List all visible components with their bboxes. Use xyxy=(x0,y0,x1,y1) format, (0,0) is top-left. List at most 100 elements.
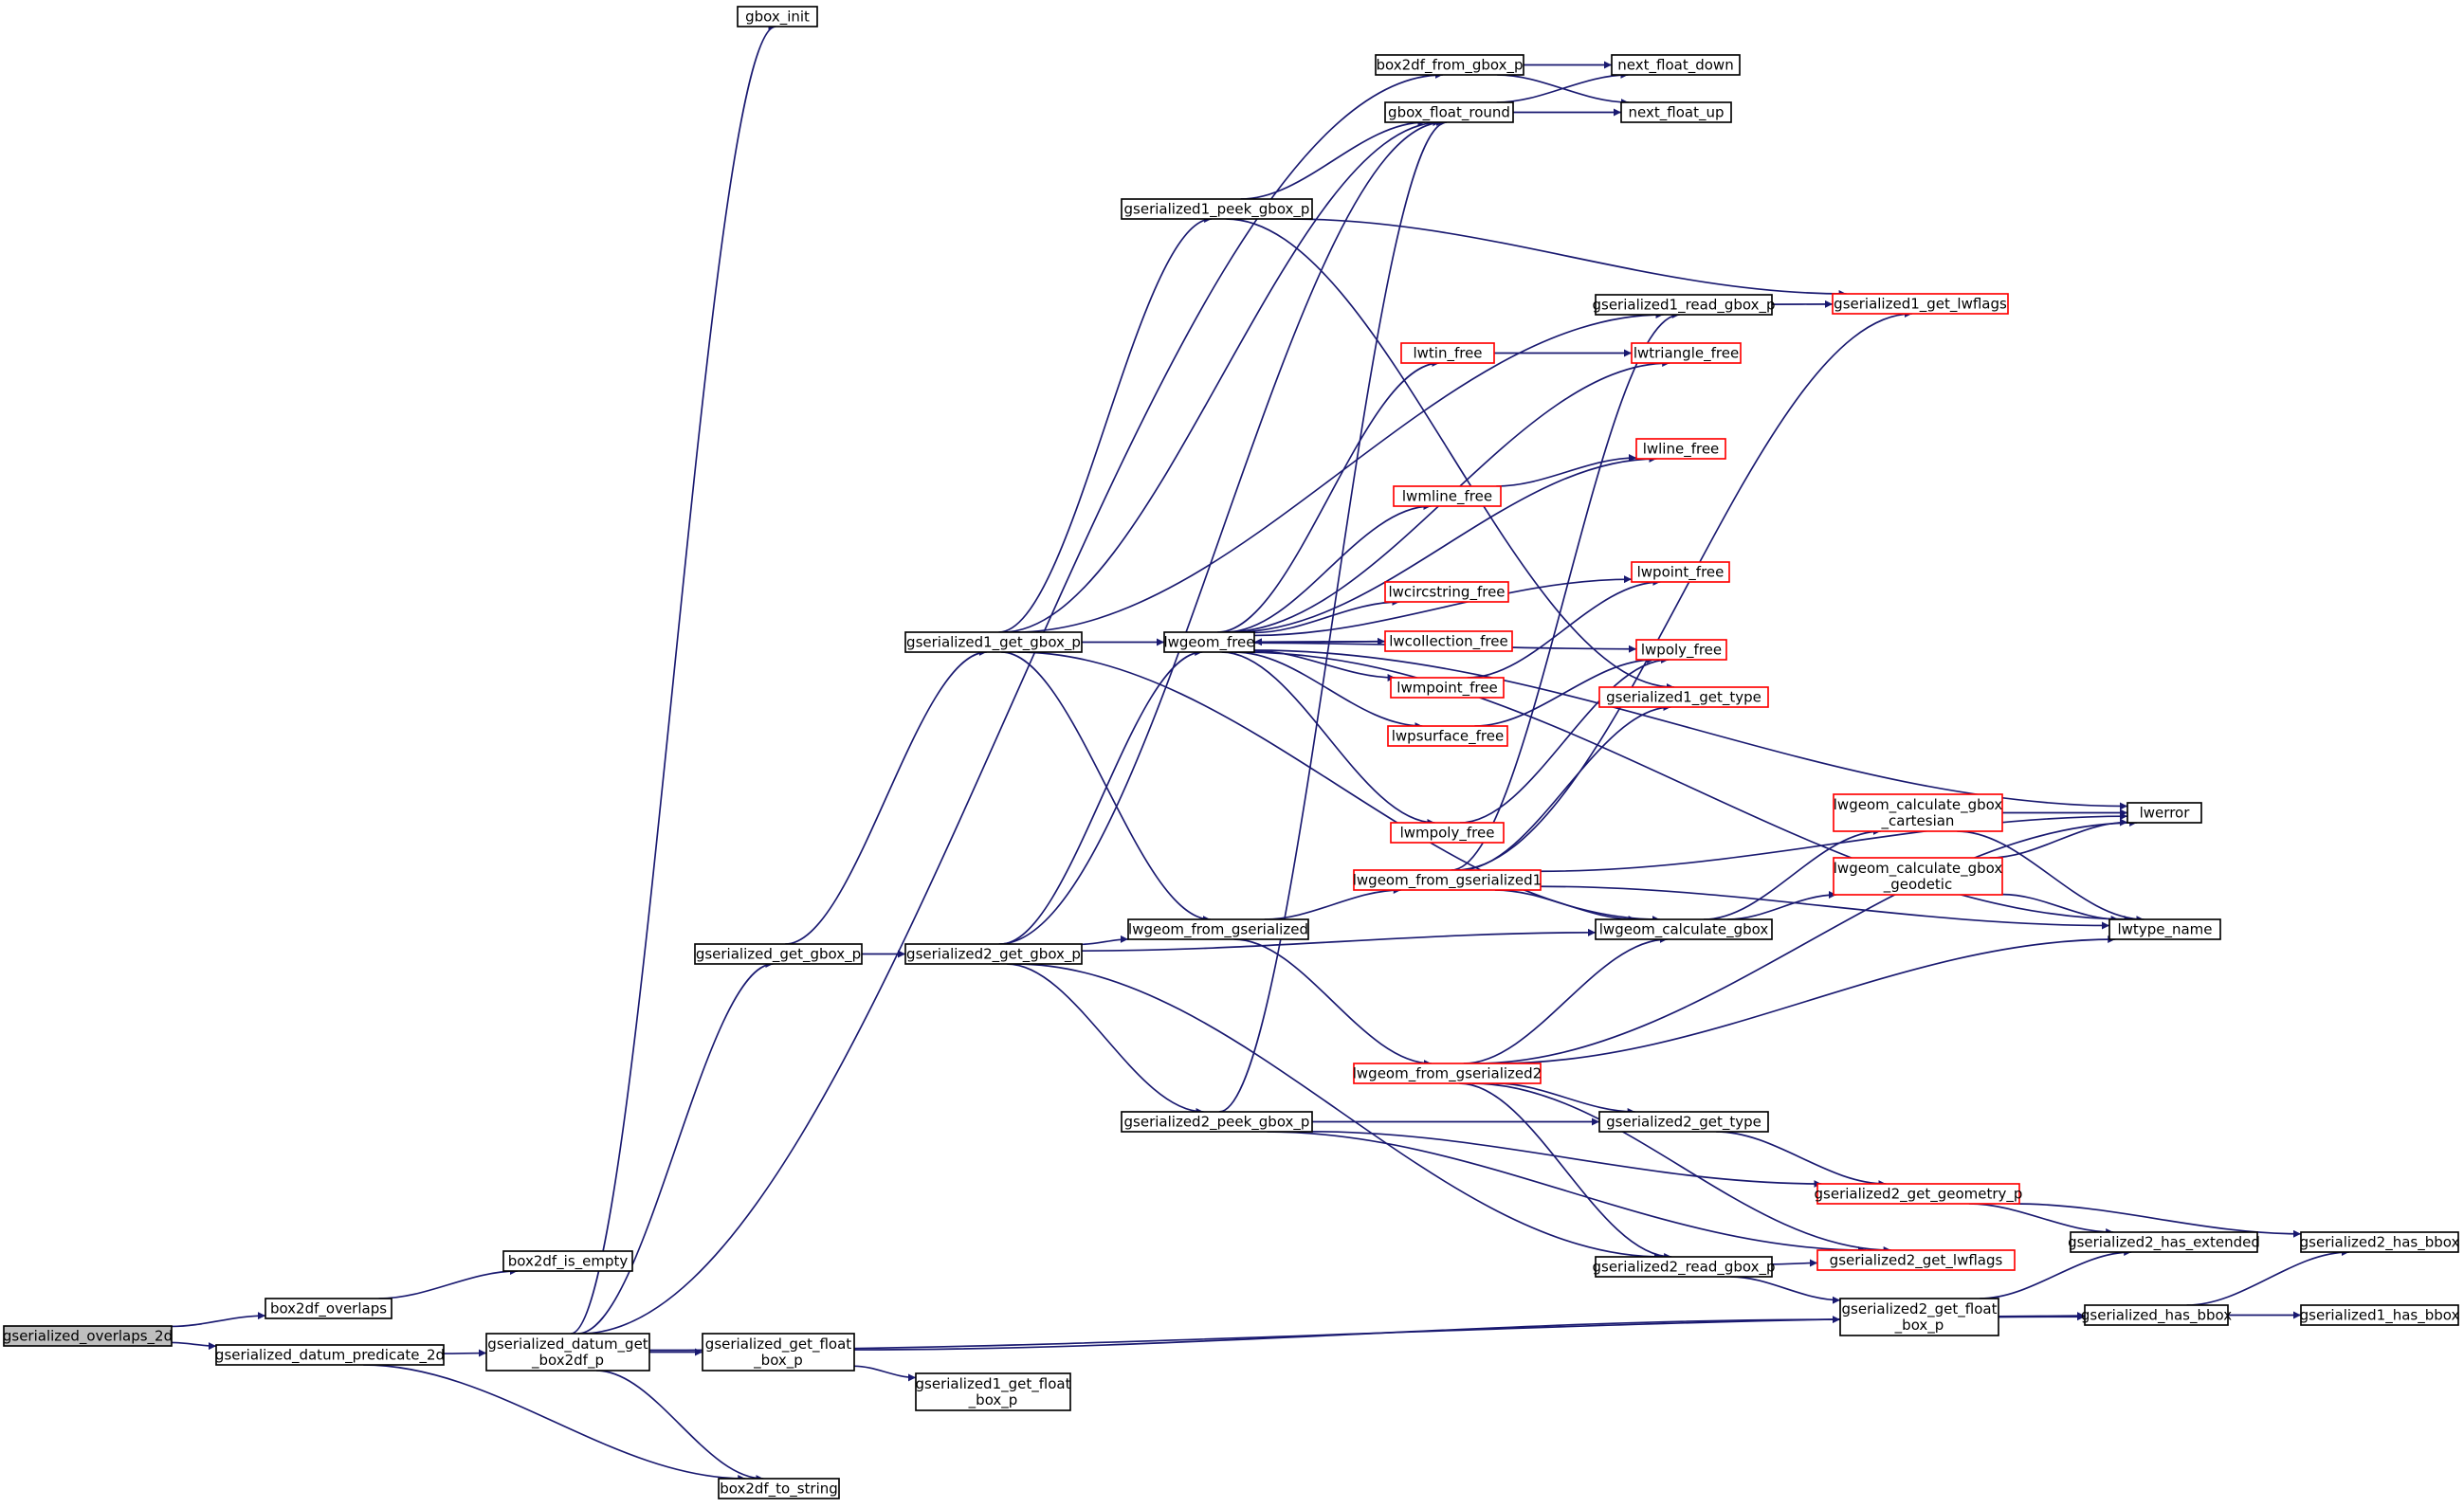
node-box-lwline_free xyxy=(1635,438,1726,460)
node-gserialized1_read_gbox_p[interactable]: gserialized1_read_gbox_p xyxy=(1592,294,1776,316)
node-gserialized_get_float_box_p[interactable]: gserialized_get_float_box_p xyxy=(702,1333,855,1372)
edge-lwgeom_calculate_gbox_geodetic-to-lwtype_name xyxy=(2001,893,2119,923)
node-lwpsurface_free[interactable]: lwpsurface_free xyxy=(1387,725,1508,747)
node-lwmpoly_free[interactable]: lwmpoly_free xyxy=(1390,822,1505,844)
edge-gserialized_overlaps_2d-to-gserialized_datum_predicate_2d xyxy=(171,1341,217,1351)
edge-gserialized1_peek_gbox_p-to-gserialized1_get_type xyxy=(1226,218,1674,691)
edge-gserialized1_peek_gbox_p-to-gserialized1_get_lwflags xyxy=(1290,218,1847,298)
node-gserialized_overlaps_2d[interactable]: gserialized_overlaps_2d xyxy=(3,1325,173,1347)
node-gserialized1_get_float_box_p[interactable]: gserialized1_get_float_box_p xyxy=(915,1372,1071,1411)
node-box-gbox_init xyxy=(737,6,818,27)
edge-lwmpoint_free-to-lwpoint_free xyxy=(1467,578,1661,679)
node-label-gserialized2_get_type: gserialized2_get_type xyxy=(1606,1114,1761,1132)
node-lwcircstring_free[interactable]: lwcircstring_free xyxy=(1384,581,1509,603)
edge-lwmpoly_free-to-lwpoly_free xyxy=(1459,656,1670,824)
node-box2df_from_gbox_p[interactable]: box2df_from_gbox_p xyxy=(1375,54,1524,76)
node-box-lwgeom_from_gserialized2 xyxy=(1353,1063,1542,1084)
node-lwgeom_free[interactable]: lwgeom_free xyxy=(1163,631,1255,653)
node-lwerror[interactable]: lwerror xyxy=(2126,802,2202,824)
node-lwgeom_from_gserialized1[interactable]: lwgeom_from_gserialized1 xyxy=(1353,869,1542,891)
edge-gserialized2_peek_gbox_p-to-gbox_float_round xyxy=(1218,118,1448,1113)
edge-gserialized_overlaps_2d-to-box2df_overlaps xyxy=(171,1312,266,1328)
node-gserialized2_get_gbox_p[interactable]: gserialized2_get_gbox_p xyxy=(904,943,1083,965)
node-box-box2df_is_empty xyxy=(502,1250,633,1272)
edge-lwgeom_from_gserialized1-to-gserialized1_get_lwflags xyxy=(1455,310,1912,871)
node-box-gserialized2_read_gbox_p xyxy=(1595,1256,1773,1278)
node-label-gserialized1_get_type: gserialized1_get_type xyxy=(1606,689,1761,707)
node-gserialized2_has_extended[interactable]: gserialized2_has_extended xyxy=(2068,1231,2260,1253)
node-box2df_overlaps[interactable]: box2df_overlaps xyxy=(265,1298,392,1319)
node-box-lwpoint_free xyxy=(1631,561,1730,583)
node-label-gserialized1_get_float_box_p-line-1: gserialized1_get_float xyxy=(916,1375,1071,1393)
node-lwcollection_free[interactable]: lwcollection_free xyxy=(1384,630,1513,652)
node-box-gserialized2_peek_gbox_p xyxy=(1121,1111,1313,1133)
node-label-gbox_init: gbox_init xyxy=(745,9,810,27)
node-gserialized2_get_lwflags[interactable]: gserialized2_get_lwflags xyxy=(1816,1249,2016,1271)
node-label-lwpsurface_free: lwpsurface_free xyxy=(1392,728,1504,746)
node-box2df_to_string[interactable]: box2df_to_string xyxy=(718,1478,840,1499)
node-gserialized_datum_predicate_2d[interactable]: gserialized_datum_predicate_2d xyxy=(215,1344,445,1366)
node-gserialized1_get_gbox_p[interactable]: gserialized1_get_gbox_p xyxy=(904,631,1083,653)
node-box-lwgeom_calculate_gbox_cartesian xyxy=(1833,793,2003,832)
node-gserialized1_peek_gbox_p[interactable]: gserialized1_peek_gbox_p xyxy=(1121,198,1313,220)
node-gserialized2_has_bbox[interactable]: gserialized2_has_bbox xyxy=(2300,1231,2460,1253)
node-gserialized2_read_gbox_p[interactable]: gserialized2_read_gbox_p xyxy=(1592,1256,1776,1278)
edge-gserialized_has_bbox-to-gserialized2_has_bbox xyxy=(2186,1248,2349,1306)
node-gserialized1_has_bbox[interactable]: gserialized1_has_bbox xyxy=(2300,1304,2460,1326)
edge-lwmline_free-to-lwline_free xyxy=(1496,454,1637,487)
node-next_float_up[interactable]: next_float_up xyxy=(1620,101,1732,123)
node-lwgeom_calculate_gbox_geodetic[interactable]: lwgeom_calculate_gbox_geodetic xyxy=(1833,857,2003,896)
node-lwpoly_free[interactable]: lwpoly_free xyxy=(1635,639,1727,661)
node-lwmpoint_free[interactable]: lwmpoint_free xyxy=(1390,677,1505,699)
node-lwtin_free[interactable]: lwtin_free xyxy=(1400,342,1495,364)
node-label-lwgeom_free: lwgeom_free xyxy=(1163,634,1254,652)
node-gserialized2_get_type[interactable]: gserialized2_get_type xyxy=(1598,1111,1769,1133)
node-box-gserialized_get_float_box_p xyxy=(702,1333,855,1372)
node-box-gserialized2_has_extended xyxy=(2070,1231,2258,1253)
node-box-lwtype_name xyxy=(2108,918,2221,940)
node-label-lwmpoint_free: lwmpoint_free xyxy=(1396,680,1497,698)
node-gserialized1_get_lwflags[interactable]: gserialized1_get_lwflags xyxy=(1832,293,2009,315)
node-lwtype_name[interactable]: lwtype_name xyxy=(2108,918,2221,940)
edge-lwgeom_free-to-lwtype_name xyxy=(1242,651,2132,923)
edge-gserialized2_get_gbox_p-to-lwgeom_calculate_gbox xyxy=(1081,928,1597,953)
edge-gserialized_get_gbox_p-to-gserialized1_get_gbox_p xyxy=(785,648,987,945)
node-label-lwline_free: lwline_free xyxy=(1643,441,1720,459)
node-box-lwgeom_from_gserialized xyxy=(1127,918,1309,940)
node-lwgeom_calculate_gbox_cartesian[interactable]: lwgeom_calculate_gbox_cartesian xyxy=(1833,793,2003,832)
node-box-lwcollection_free xyxy=(1384,630,1513,652)
node-gserialized_get_gbox_p[interactable]: gserialized_get_gbox_p xyxy=(694,943,863,965)
node-lwline_free[interactable]: lwline_free xyxy=(1635,438,1726,460)
node-label-lwgeom_calculate_gbox_cartesian-line-1: lwgeom_calculate_gbox xyxy=(1834,796,2003,814)
node-lwgeom_from_gserialized[interactable]: lwgeom_from_gserialized xyxy=(1127,918,1309,940)
edge-lwpsurface_free-to-lwpoly_free xyxy=(1474,656,1655,727)
node-gserialized2_peek_gbox_p[interactable]: gserialized2_peek_gbox_p xyxy=(1121,1111,1313,1133)
node-lwgeom_calculate_gbox[interactable]: lwgeom_calculate_gbox xyxy=(1595,918,1773,940)
node-gserialized_has_bbox[interactable]: gserialized_has_bbox xyxy=(2081,1304,2232,1326)
edge-gserialized1_get_gbox_p-to-gserialized1_peek_gbox_p xyxy=(998,215,1213,633)
node-label-lwgeom_from_gserialized: lwgeom_from_gserialized xyxy=(1128,921,1308,939)
node-gserialized_datum_get_box2df_p[interactable]: gserialized_datum_get_box2df_p xyxy=(485,1333,650,1372)
node-lwmline_free[interactable]: lwmline_free xyxy=(1393,485,1502,507)
node-box-lwgeom_free xyxy=(1163,631,1255,653)
node-gserialized2_get_geometry_p[interactable]: gserialized2_get_geometry_p xyxy=(1815,1183,2023,1205)
edge-lwgeom_from_gserialized-to-lwgeom_from_gserialized2 xyxy=(1233,938,1432,1067)
node-gbox_float_round[interactable]: gbox_float_round xyxy=(1384,101,1514,123)
node-next_float_down[interactable]: next_float_down xyxy=(1611,54,1741,76)
node-lwtriangle_free[interactable]: lwtriangle_free xyxy=(1631,342,1742,364)
node-gbox_init[interactable]: gbox_init xyxy=(737,6,818,27)
edge-lwgeom_from_gserialized1-to-lwerror xyxy=(1540,812,2128,873)
node-box-gserialized2_get_float_box_p xyxy=(1839,1298,1999,1336)
node-label-gserialized2_read_gbox_p: gserialized2_read_gbox_p xyxy=(1592,1259,1775,1277)
edge-gserialized1_peek_gbox_p-to-gbox_float_round xyxy=(1240,118,1426,200)
node-label-lwgeom_from_gserialized2: lwgeom_from_gserialized2 xyxy=(1353,1065,1542,1083)
node-gserialized2_get_float_box_p[interactable]: gserialized2_get_float_box_p xyxy=(1839,1298,1999,1336)
node-lwgeom_from_gserialized2[interactable]: lwgeom_from_gserialized2 xyxy=(1353,1063,1542,1084)
edge-gserialized2_get_float_box_p-to-gserialized2_has_extended xyxy=(1980,1248,2132,1299)
edge-lwgeom_from_gserialized2-to-lwerror xyxy=(1474,819,2138,1064)
node-gserialized1_get_type[interactable]: gserialized1_get_type xyxy=(1598,686,1769,708)
node-box2df_is_empty[interactable]: box2df_is_empty xyxy=(502,1250,633,1272)
node-lwpoint_free[interactable]: lwpoint_free xyxy=(1631,561,1730,583)
node-box-lwgeom_calculate_gbox xyxy=(1595,918,1773,940)
